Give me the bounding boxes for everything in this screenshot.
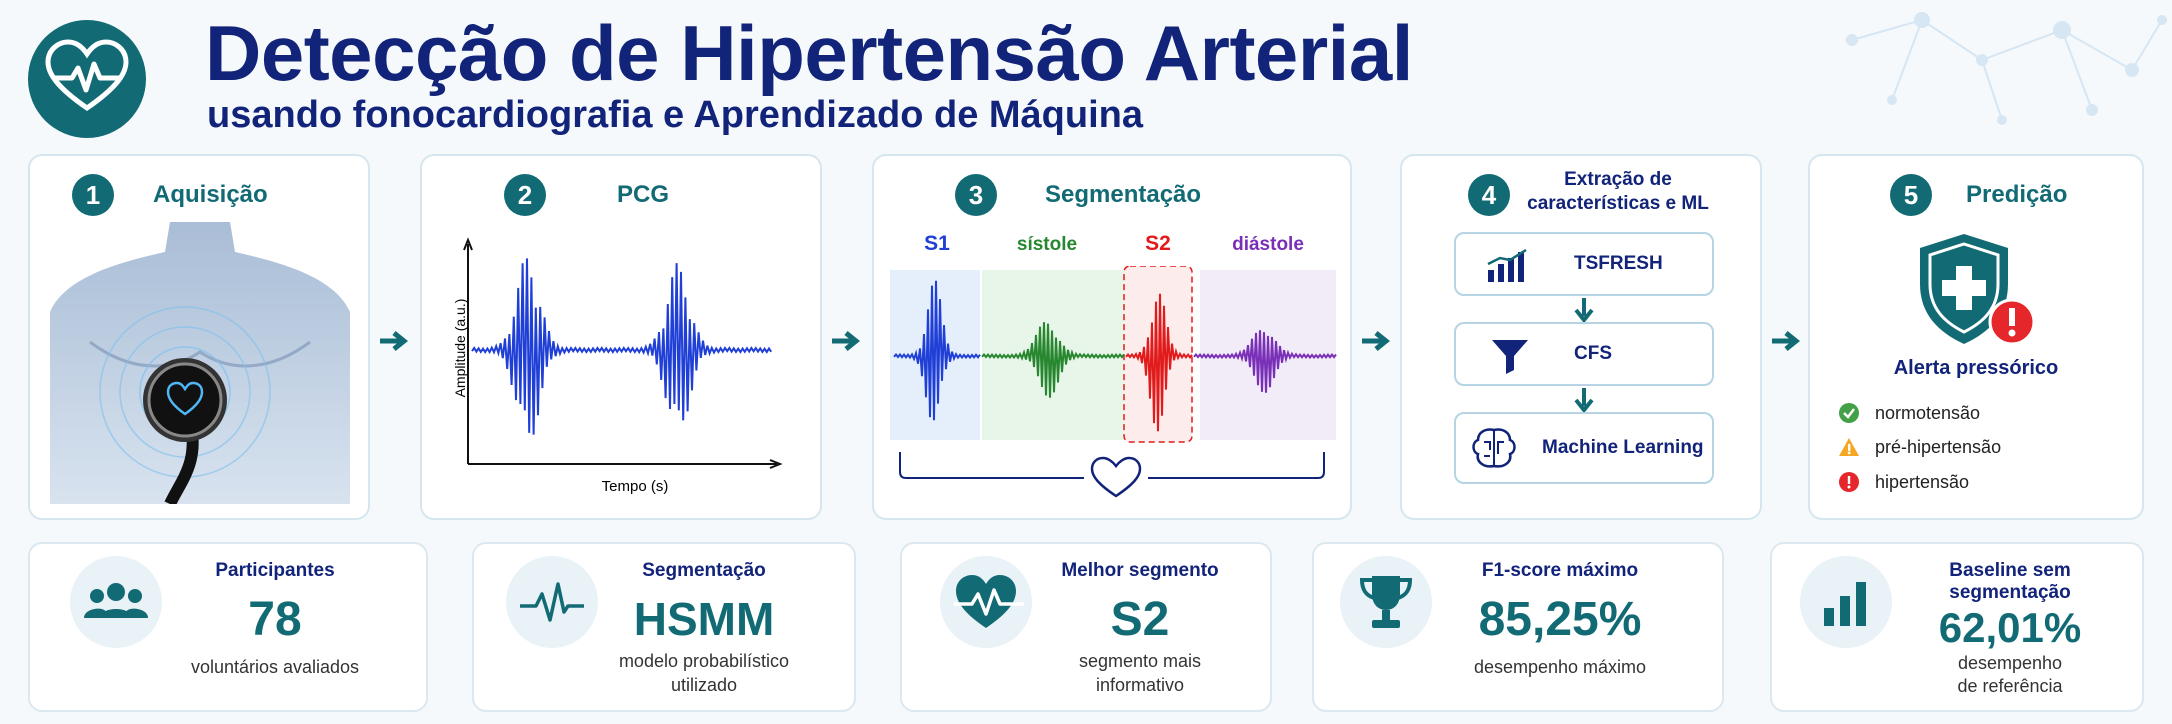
arrow-right-icon: [380, 331, 409, 351]
pipeline-tsfresh: TSFRESH: [1454, 232, 1714, 296]
segment-label-s2: S2: [1145, 232, 1171, 255]
step-title: Segmentação: [1045, 181, 1202, 208]
class-hypertension: hipertensão: [1875, 472, 1970, 492]
stat-desc-line1: segmento mais: [1078, 651, 1202, 671]
stat-icon-circle: [1340, 556, 1432, 648]
pcg-x-axis-label: Tempo (s): [601, 478, 669, 495]
brain-icon: [1472, 428, 1516, 468]
step-title-line1: Extração de: [1564, 169, 1672, 190]
step-title: Aquisição: [153, 181, 268, 208]
bar-chart-icon: [1824, 582, 1866, 626]
exclamation-icon: [1839, 472, 1859, 492]
stat-icon-circle: [70, 556, 162, 648]
segment-label-diastole: diástole: [1232, 234, 1304, 255]
arrow-down-icon: [1574, 298, 1594, 324]
trophy-icon: [1359, 576, 1413, 628]
stethoscope-chest-image: [50, 222, 350, 504]
funnel-icon: [1492, 340, 1528, 374]
stat-desc-line2: utilizado: [670, 675, 738, 695]
stat-label: F1-score máximo: [1481, 560, 1639, 581]
stat-label: Participantes: [215, 560, 335, 581]
stat-icon-circle: [940, 556, 1032, 648]
step-title-line2: características e ML: [1527, 193, 1709, 214]
arrow-right-icon: [1772, 331, 1801, 351]
stat-value: 85,25%: [1478, 593, 1642, 646]
stat-desc: voluntários avaliados: [190, 657, 360, 677]
stat-desc-line1: modelo probabilístico: [618, 651, 790, 671]
step-number: 2: [504, 174, 546, 216]
segment-label-s1: S1: [924, 232, 950, 255]
step-number: 5: [1890, 174, 1932, 216]
stat-desc-line2: informativo: [1095, 675, 1185, 695]
pipeline-label: CFS: [1574, 343, 1612, 364]
network-decoration: [1846, 12, 2167, 125]
pipeline-label: TSFRESH: [1574, 253, 1663, 274]
arrow-right-icon: [832, 331, 861, 351]
step-number: 3: [955, 174, 997, 216]
bar-chart-icon: [1487, 248, 1527, 282]
stat-value: HSMM: [633, 593, 775, 645]
arrow-down-icon: [1574, 388, 1594, 414]
pcg-signal-plot: [463, 237, 783, 469]
heart-pulse-icon: [954, 575, 1024, 628]
stat-label: Segmentação: [642, 560, 766, 581]
step-card-pcg: [420, 154, 822, 520]
check-icon: [1839, 403, 1859, 423]
step-number: 1: [72, 174, 114, 216]
arrow-right-icon: [1362, 331, 1391, 351]
stat-label: Melhor segmento: [1061, 560, 1219, 581]
class-prehypertension: pré-hipertensão: [1875, 437, 2002, 457]
page-title: Detecção de Hipertensão Arterial: [205, 9, 1413, 97]
class-normotension: normotensão: [1875, 403, 1981, 423]
alert-label: Alerta pressórico: [1893, 357, 2059, 379]
step-number: 4: [1468, 174, 1510, 216]
pcg-y-axis-label: Amplitude (a.u.): [452, 298, 468, 398]
warning-icon: [1839, 438, 1859, 456]
pulse-wave-icon: [520, 582, 584, 622]
stat-label-line1: Baseline sem: [1949, 560, 2071, 581]
page-subtitle: usando fonocardiografia e Aprendizado de…: [207, 94, 1144, 136]
shield-alert-icon: [1920, 234, 2036, 346]
stat-icon-circle: [506, 556, 598, 648]
step-title: Predição: [1966, 181, 2068, 208]
pipeline-cfs: CFS: [1454, 322, 1714, 386]
stat-value: 78: [248, 593, 302, 646]
segmented-signal-plot: [890, 266, 1337, 498]
stat-icon-circle: [1800, 556, 1892, 648]
stat-label-line2: segmentação: [1949, 582, 2071, 603]
segment-label-systole: sístole: [1016, 234, 1078, 255]
people-icon: [84, 583, 148, 618]
stat-desc: desempenho máximo: [1473, 657, 1647, 677]
stat-value: 62,01%: [1938, 604, 2082, 651]
stat-desc-line1: desempenho: [1957, 653, 2063, 673]
logo-heart-pulse-icon: [28, 20, 146, 138]
step-title: PCG: [617, 181, 670, 208]
stat-value: S2: [1110, 593, 1170, 646]
heart-outline-icon: [1090, 456, 1142, 498]
stat-desc-line2: de referência: [1957, 676, 2063, 696]
pipeline-machine-learning: Machine Learning: [1454, 412, 1714, 484]
pipeline-label: Machine Learning: [1542, 437, 1704, 458]
